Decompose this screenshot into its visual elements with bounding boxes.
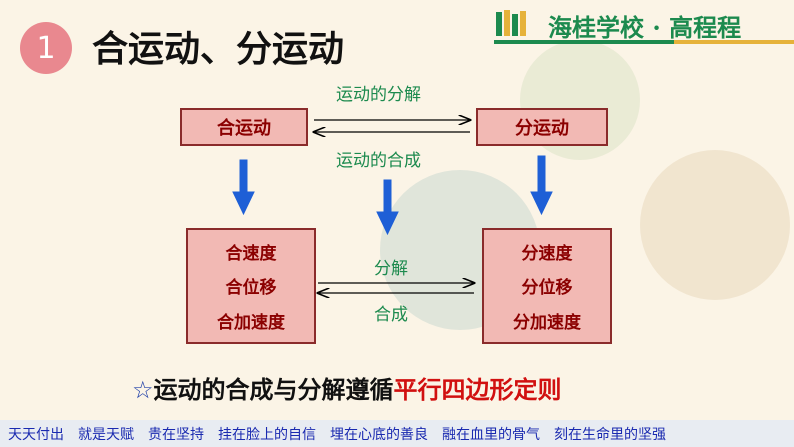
down-arrow-center [383, 179, 392, 215]
rule-statement: ☆运动的合成与分解遵循平行四边形定则 [132, 370, 562, 405]
school-name: 海桂学校 · 高程程 [548, 13, 742, 42]
component-motion-box: 分运动 [476, 108, 608, 146]
compose-label-mid: 运动的合成 [336, 151, 421, 171]
list-item: 分加速度 [513, 313, 581, 334]
motto-item: 贵在坚持 [148, 426, 204, 443]
down-arrow-right [537, 155, 546, 195]
page-title: 合运动、分运动 [92, 29, 345, 70]
list-item: 合加速度 [217, 313, 285, 334]
motto-item: 刻在生命里的坚强 [554, 426, 666, 443]
combined-quantities-box: 合速度 合位移 合加速度 [186, 228, 316, 344]
component-quantities-box: 分速度 分位移 分加速度 [482, 228, 612, 344]
down-arrow-left [239, 159, 248, 195]
rule-text: 运动的合成与分解遵循 [153, 376, 394, 404]
list-item: 合位移 [225, 278, 277, 299]
rule-highlight: 平行四边形定则 [393, 376, 562, 404]
motto-item: 融在血里的骨气 [442, 426, 540, 443]
list-item: 合速度 [225, 243, 277, 264]
motto-item: 埋在心底的善良 [330, 426, 428, 443]
decompose-label: 分解 [374, 259, 408, 279]
star-icon: ☆ [132, 376, 154, 404]
footer-mottos: 天天付出 就是天赋 贵在坚持 挂在脸上的自信 埋在心底的善良 融在血里的骨气 刻… [0, 420, 794, 447]
motto-item: 挂在脸上的自信 [218, 426, 316, 443]
compose-label: 合成 [374, 305, 408, 325]
background-decoration [640, 150, 790, 300]
list-item: 分位移 [521, 278, 573, 299]
list-item: 分速度 [521, 243, 573, 264]
section-number-badge: 1 [20, 22, 72, 74]
motto-item: 就是天赋 [78, 426, 134, 443]
motto-item: 天天付出 [8, 426, 64, 443]
combined-motion-box: 合运动 [180, 108, 308, 146]
book-icon [496, 10, 526, 36]
header-divider [494, 40, 794, 44]
decompose-label-top: 运动的分解 [336, 85, 421, 105]
